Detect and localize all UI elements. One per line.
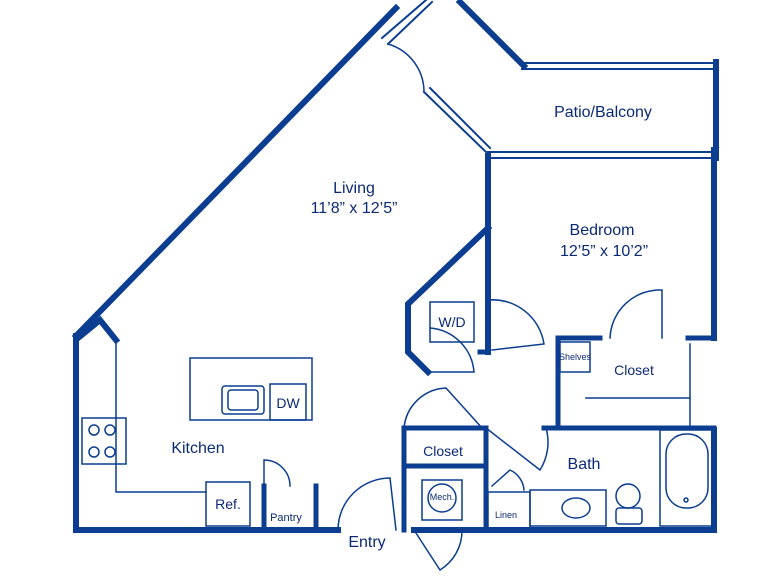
shelves-label: Shelves [558, 352, 592, 362]
living-dims: 11’8” x 12’5” [310, 200, 398, 217]
door-bedroom [487, 299, 545, 351]
window-living-1 [380, 0, 428, 40]
door-laundry [427, 327, 475, 373]
sink-basin [227, 389, 259, 411]
shelves-box [559, 341, 591, 373]
kitchen-counter [115, 339, 207, 493]
toilet-bowl [615, 483, 641, 509]
ref-label: Ref. [215, 496, 241, 512]
windows [380, 0, 717, 159]
exterior-walls [71, 0, 719, 533]
wall-patio-angle [455, 0, 529, 71]
entry-name: Entry [348, 534, 386, 551]
kitchen-island [189, 357, 313, 421]
door-entry-2 [412, 528, 463, 572]
thin-lines [81, 43, 713, 572]
bath-name: Bath [567, 456, 601, 473]
dw-label: DW [276, 395, 300, 411]
washer-dryer [429, 301, 475, 343]
range [81, 417, 127, 465]
bathtub [659, 429, 713, 527]
toilet-tank [615, 507, 643, 525]
window-living-2 [386, 0, 434, 46]
door-entry [337, 477, 397, 531]
door-hall-closet [403, 387, 484, 430]
door-linen [490, 469, 525, 491]
wall-living-bedroom-diag [405, 223, 493, 377]
wall-left [73, 333, 341, 533]
bedroom-dims: 12’5” x 10’2” [559, 243, 649, 260]
window-slider-1 [422, 90, 488, 154]
mech-box [421, 479, 463, 521]
door-bed-closet [609, 289, 663, 339]
interior-walls [261, 335, 717, 533]
door-bath [484, 426, 549, 472]
refrigerator [205, 481, 251, 527]
window-slider-2 [428, 86, 492, 150]
vanity-sink [561, 497, 591, 519]
mech-label: Mech. [429, 492, 455, 502]
wd-label: W/D [438, 314, 466, 330]
closet-hall-label: Closet [423, 443, 463, 459]
tub-inner [665, 433, 709, 509]
sink [221, 385, 265, 415]
pantry-door [263, 459, 291, 487]
closet-bedroom-label: Closet [614, 362, 654, 378]
wall-kitchen-corner [73, 315, 121, 345]
pantry-label: Pantry [270, 512, 302, 524]
kitchen-name: Kitchen [171, 440, 225, 457]
vanity [529, 489, 607, 527]
bedroom-name: Bedroom [569, 222, 635, 239]
dishwasher [269, 383, 307, 421]
mech-circle [427, 483, 457, 513]
wall-left-diagonal [71, 3, 401, 341]
door-slider-arc [387, 43, 425, 93]
living-name: Living [333, 180, 375, 197]
patio-name: Patio/Balcony [554, 104, 652, 121]
linen-label: Linen [494, 510, 518, 520]
